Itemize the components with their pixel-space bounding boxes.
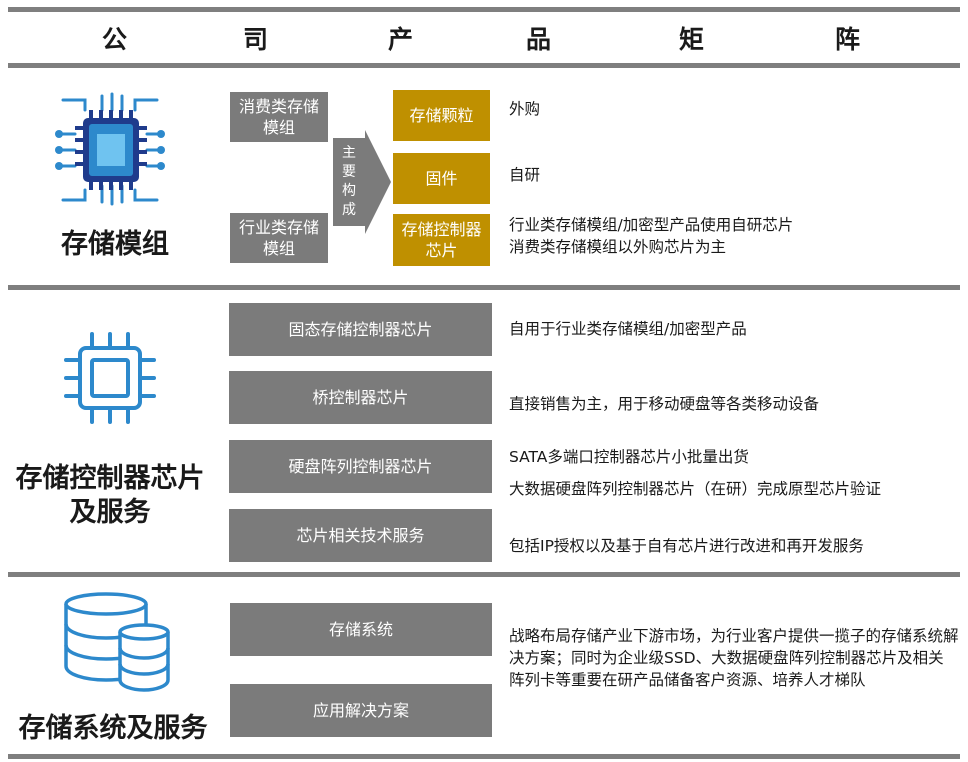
database-icon	[64, 592, 170, 692]
component-firmware: 固件	[393, 153, 490, 204]
system-item-solution: 应用解决方案	[230, 684, 492, 737]
controller-item-bridge: 桥控制器芯片	[229, 371, 492, 424]
controller-item-raid-desc: SATA多端口控制器芯片小批量出货	[509, 448, 749, 466]
controller-item-service-desc: 包括IP授权以及基于自有芯片进行改进和再开发服务	[509, 537, 864, 555]
page-title: 公 司 产 品 矩 阵	[0, 20, 968, 60]
section-rule-2	[8, 572, 960, 577]
component-controller-chip-desc: 行业类存储模组/加密型产品使用自研芯片 消费类存储模组以外购芯片为主	[509, 216, 794, 256]
title-char-5: 矩	[679, 25, 705, 54]
component-controller-chip: 存储控制器芯片	[393, 214, 490, 266]
title-char-3: 产	[388, 25, 414, 54]
component-storage-grain: 存储颗粒	[393, 90, 490, 141]
consumer-module-box: 消费类存储模组	[230, 92, 328, 142]
controller-item-bridge-desc: 直接销售为主，用于移动硬盘等各类移动设备	[509, 395, 820, 413]
component-firmware-desc: 自研	[509, 166, 541, 184]
section-label-controller: 存储控制器芯片 及服务	[8, 462, 212, 530]
controller-item-raid: 硬盘阵列控制器芯片	[229, 440, 492, 493]
title-char-1: 公	[102, 25, 128, 54]
storage-module-chip-icon	[55, 92, 165, 206]
component-storage-grain-desc: 外购	[509, 100, 541, 118]
controller-item-service: 芯片相关技术服务	[229, 509, 492, 562]
main-composition-label: 主要构成	[335, 140, 363, 224]
industry-module-box: 行业类存储模组	[230, 213, 328, 263]
section-rule-1	[8, 285, 960, 290]
section-label-storage-module: 存储模组	[61, 229, 169, 260]
top-rule	[8, 7, 960, 12]
controller-chip-icon	[64, 332, 156, 424]
title-char-6: 阵	[835, 25, 861, 54]
bottom-rule	[8, 754, 960, 759]
section-label-controller-line1: 存储控制器芯片	[15, 463, 205, 494]
system-desc: 战略布局存储产业下游市场，为行业客户提供一揽子的存储系统解决方案；同时为企业级S…	[509, 627, 959, 689]
section-label-controller-line2: 及服务	[69, 497, 151, 528]
main-composition-text: 主要构成	[342, 145, 356, 218]
main-composition-arrow	[333, 130, 391, 234]
controller-item-ssd: 固态存储控制器芯片	[229, 303, 492, 356]
system-item-storage: 存储系统	[230, 603, 492, 656]
controller-item-ssd-desc: 自用于行业类存储模组/加密型产品	[509, 320, 747, 338]
section-label-storage-system: 存储系统及服务	[18, 713, 208, 744]
controller-item-raid-desc2: 大数据硬盘阵列控制器芯片（在研）完成原型芯片验证	[509, 480, 882, 498]
title-char-2: 司	[243, 25, 269, 54]
title-char-4: 品	[526, 25, 552, 54]
header-rule	[8, 63, 960, 68]
